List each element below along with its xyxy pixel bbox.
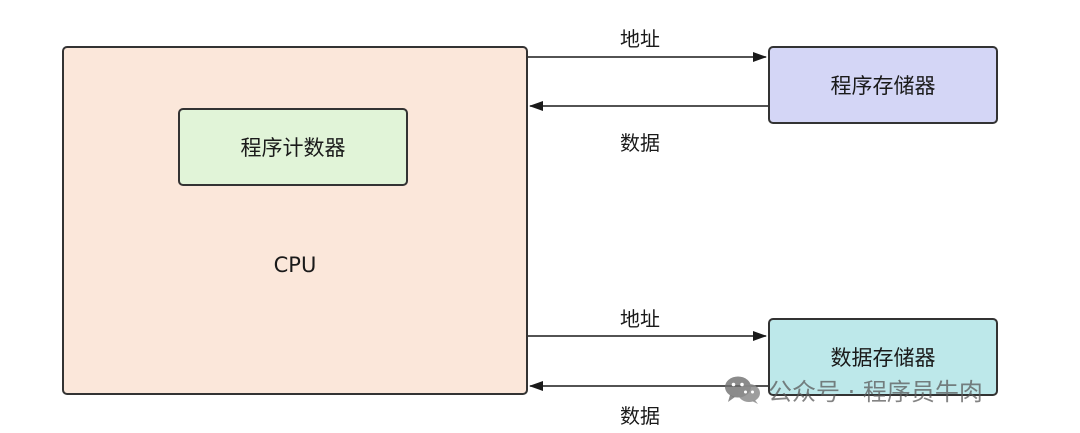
edge-label-address-top: 地址 [620, 27, 660, 51]
edge-label-data-bottom: 数据 [620, 404, 660, 428]
program-memory-block: 程序存储器 [768, 46, 998, 124]
edge-label-data-top: 数据 [620, 131, 660, 155]
cpu-label: CPU [273, 253, 317, 277]
program-memory-label: 程序存储器 [830, 74, 936, 98]
cpu-block: CPU [62, 46, 528, 395]
edge-label-address-bottom: 地址 [620, 307, 660, 331]
data-memory-label: 数据存储器 [830, 346, 936, 370]
wechat-icon [724, 375, 762, 405]
watermark: 公众号 · 程序员牛肉 [724, 372, 983, 407]
program-counter-label: 程序计数器 [240, 136, 346, 160]
data-memory-block: 数据存储器 [768, 318, 998, 396]
watermark-text: 公众号 · 程序员牛肉 [768, 378, 983, 406]
program-counter-block: 程序计数器 [178, 108, 408, 186]
